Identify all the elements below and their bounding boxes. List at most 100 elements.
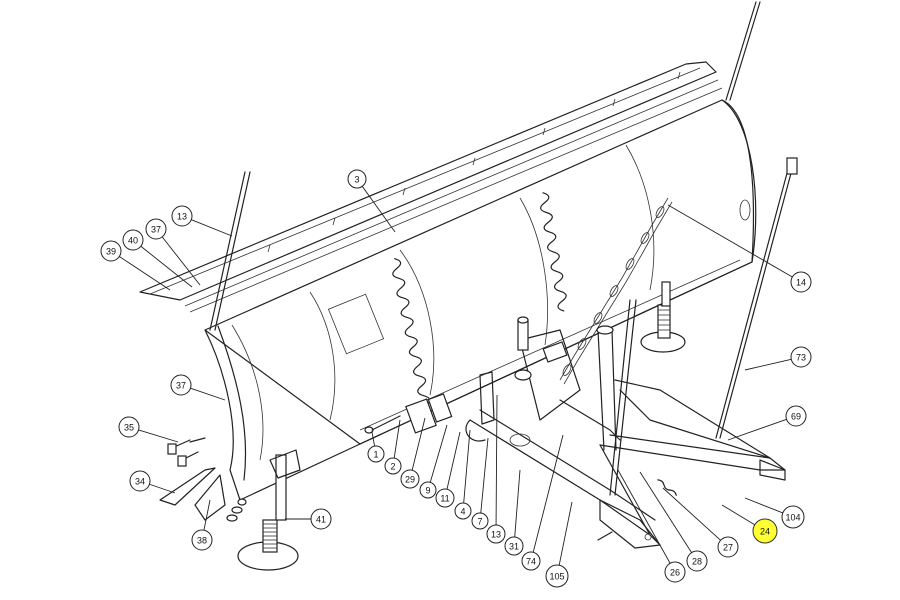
callout-27: 27: [717, 536, 739, 558]
leader-line-105: [558, 501, 573, 566]
callout-26: 26: [664, 561, 686, 583]
callout-35: 35: [118, 416, 140, 438]
leader-line-4: [463, 429, 471, 504]
callout-circle: [790, 271, 812, 293]
callout-circle: [790, 346, 812, 368]
leader-line-13: [495, 394, 498, 526]
leader-line-40: [140, 245, 193, 288]
callout-label: 14: [796, 278, 806, 288]
callout-11: 11: [435, 488, 455, 508]
callout-label: 39: [106, 247, 116, 257]
callout-circle: [781, 505, 805, 529]
callout-circle: [400, 469, 420, 489]
callout-circle: [191, 529, 213, 551]
callout-37: 37: [145, 218, 167, 240]
callout-circle: [100, 240, 122, 262]
callout-label: 37: [176, 381, 186, 391]
leader-line-24: [721, 504, 755, 526]
callout-circle: [545, 564, 569, 588]
callout-3: 3: [347, 169, 367, 189]
callout-41: 41: [310, 508, 332, 530]
callout-label: 4: [460, 507, 465, 517]
left-marker-rod: [209, 171, 251, 331]
callout-circle: [419, 481, 437, 499]
leader-line-11: [446, 431, 461, 490]
left-jack-stand: [237, 449, 301, 571]
small-hardware: [226, 498, 247, 522]
callout-label: 28: [692, 557, 702, 567]
callout-label: 9: [425, 486, 430, 496]
callout-label: 11: [440, 494, 449, 504]
callout-label: 1: [373, 450, 378, 460]
springs: [392, 192, 567, 407]
callout-105: 105: [545, 564, 569, 588]
label-plate: [327, 293, 385, 355]
callout-circle: [129, 470, 151, 492]
callout-29: 29: [400, 469, 420, 489]
spring-27: [657, 479, 677, 496]
callout-circle: [521, 551, 541, 571]
callout-circle: [752, 518, 778, 544]
curb-guard-34: [159, 467, 226, 521]
callout-39: 39: [100, 240, 122, 262]
callout-circle: [170, 374, 192, 396]
callout-40: 40: [122, 229, 144, 251]
plow-blade: [139, 61, 757, 501]
callout-label: 69: [791, 412, 801, 422]
callout-circle: [471, 512, 489, 530]
callout-circle: [384, 457, 402, 475]
callout-73: 73: [790, 346, 812, 368]
callout-circle: [686, 550, 708, 572]
callout-circle: [454, 502, 472, 520]
pin-105: [597, 531, 613, 541]
callout-label: 105: [549, 572, 564, 582]
callout-circle: [785, 405, 807, 427]
blade-left-end: [204, 329, 241, 501]
callout-label: 13: [177, 212, 187, 222]
callout-38: 38: [191, 529, 213, 551]
callout-1: 1: [367, 445, 385, 463]
leader-line-38: [203, 499, 211, 531]
leader-line-13: [191, 219, 233, 237]
callout-24: 24: [752, 518, 778, 544]
callout-104: 104: [781, 505, 805, 529]
rod-73: [715, 157, 798, 439]
callout-label: 13: [491, 530, 501, 540]
leader-line-37: [161, 236, 201, 286]
callout-label: 35: [124, 423, 134, 433]
callout-circle: [486, 524, 506, 544]
callout-circle: [435, 488, 455, 508]
leader-line-74: [532, 434, 564, 553]
callout-label: 7: [477, 517, 482, 527]
leader-line-1: [371, 431, 376, 447]
callout-label: 27: [723, 543, 733, 553]
pins-1-2: [364, 393, 453, 434]
callout-label: 3: [354, 175, 359, 185]
callout-4: 4: [454, 502, 472, 520]
callout-13: 13: [171, 205, 193, 227]
callout-circle: [504, 536, 524, 556]
center-mount: [479, 316, 581, 425]
callout-circle: [122, 229, 144, 251]
callout-label: 104: [785, 513, 800, 523]
leader-line-104: [744, 497, 783, 514]
callout-28: 28: [686, 550, 708, 572]
callout-circle: [118, 416, 140, 438]
callout-circle: [171, 205, 193, 227]
a-frame: [465, 299, 786, 549]
callout-label: 29: [405, 475, 415, 485]
blade-top-rail: [139, 61, 717, 301]
leader-line-31: [514, 469, 521, 538]
leader-line-27: [662, 487, 721, 541]
callout-circle: [717, 536, 739, 558]
bolts-35: [167, 437, 206, 467]
callout-37: 37: [170, 374, 192, 396]
leader-line-29: [411, 417, 426, 471]
callout-label: 31: [509, 542, 519, 552]
leader-line-9: [429, 424, 448, 483]
leader-line-3: [361, 186, 396, 233]
callout-label: 40: [128, 236, 138, 246]
callout-label: 74: [526, 557, 536, 567]
